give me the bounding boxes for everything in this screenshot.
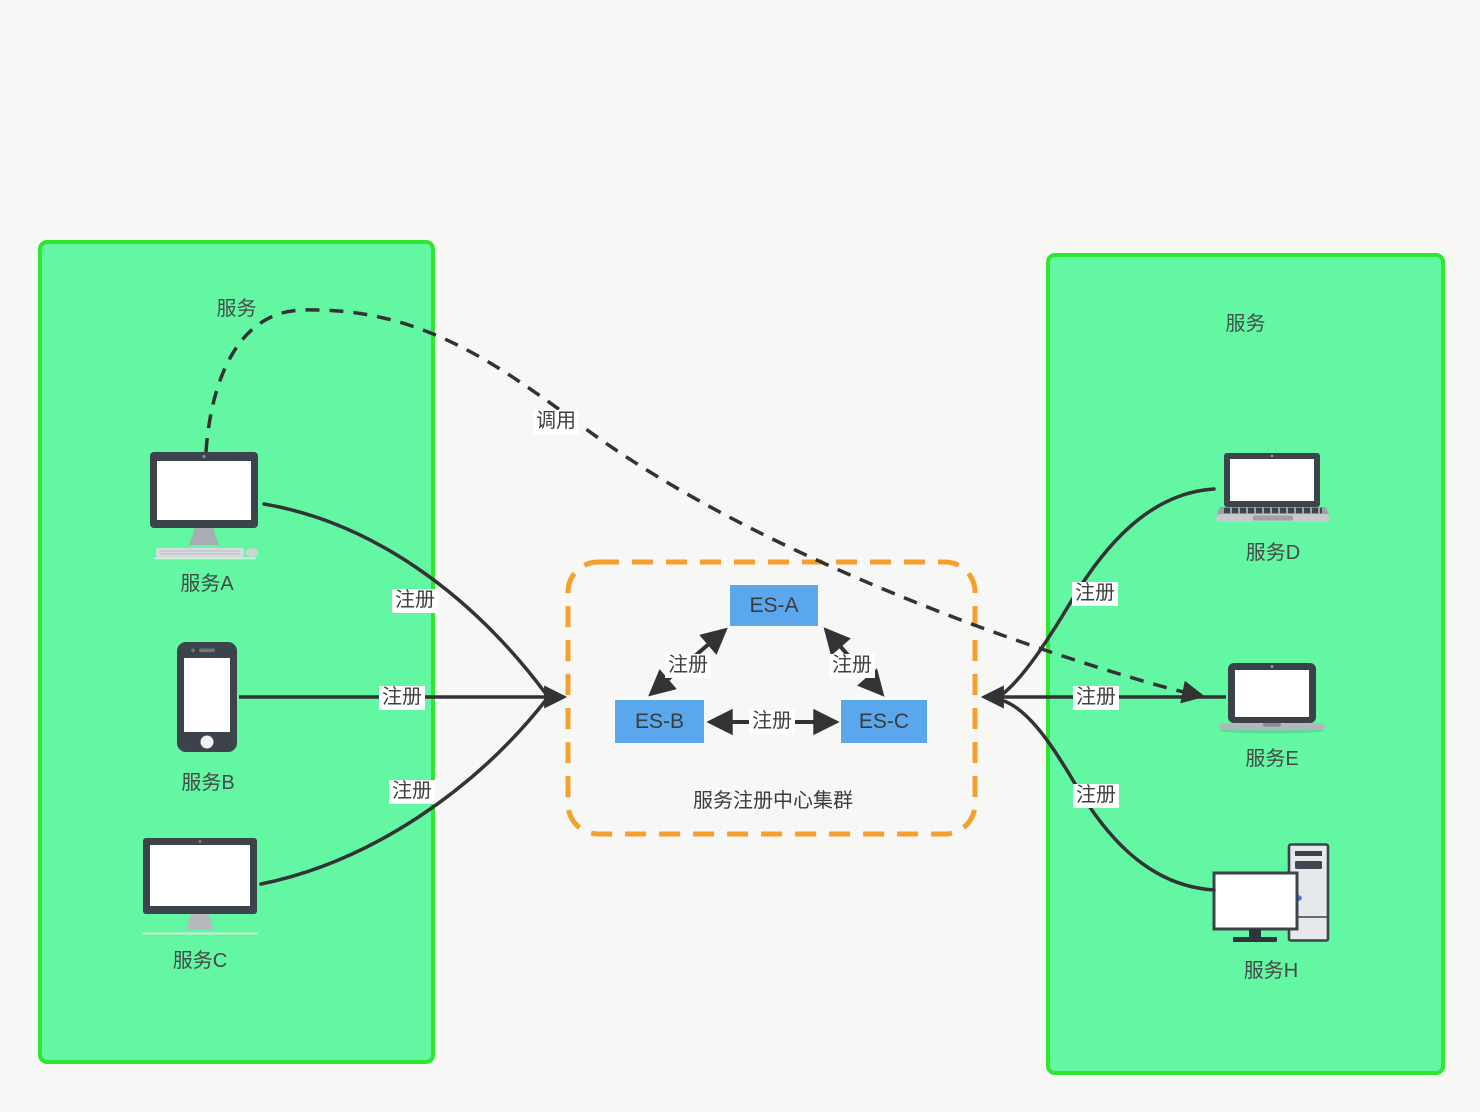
desktop-computer-icon: [150, 452, 259, 560]
service-c-label: 服务C: [172, 950, 228, 972]
monitor-icon: [142, 838, 258, 935]
desktop-tower-icon: [1212, 843, 1330, 942]
smartphone-icon: [177, 642, 237, 752]
cluster-boundary: [565, 559, 978, 837]
service-b-node: [176, 641, 238, 758]
es-c-node: ES-C: [841, 700, 927, 743]
service-a-label: 服务A: [180, 573, 234, 595]
edge-label-register-bc: 注册: [749, 710, 795, 734]
edge-label-register-a: 注册: [392, 589, 438, 613]
es-b-label: ES-B: [634, 709, 684, 733]
service-b-label: 服务B: [181, 772, 235, 794]
service-h-node: [1212, 843, 1330, 950]
laptop-front-icon: [1219, 663, 1325, 734]
service-d-node: [1216, 453, 1330, 530]
left-panel-title: 服务: [216, 298, 257, 320]
service-e-label: 服务E: [1245, 748, 1299, 770]
edge-label-invoke: 调用: [533, 410, 579, 434]
right-panel-title: 服务: [1225, 313, 1266, 335]
service-a-node: [148, 450, 264, 565]
edge-label-register-e: 注册: [1073, 686, 1119, 710]
edge-label-register-ac: 注册: [829, 654, 875, 678]
service-h-label: 服务H: [1243, 960, 1299, 982]
service-d-label: 服务D: [1245, 542, 1301, 564]
edge-label-register-c: 注册: [389, 780, 435, 804]
es-a-node: ES-A: [730, 585, 818, 626]
cluster-caption: 服务注册中心集群: [693, 790, 853, 812]
edge-label-register-d: 注册: [1072, 582, 1118, 606]
edge-invoke-dashed: [204, 308, 1206, 704]
edge-label-register-b: 注册: [379, 686, 425, 710]
service-c-node: [142, 837, 258, 942]
es-a-label: ES-A: [749, 593, 799, 617]
edge-service-c-register: [259, 698, 548, 886]
edge-service-a-register: [262, 502, 548, 696]
laptop-open-icon: [1216, 453, 1330, 522]
edge-label-register-h: 注册: [1073, 784, 1119, 808]
es-b-node: ES-B: [615, 700, 704, 743]
edge-label-register-ab: 注册: [665, 654, 711, 678]
service-e-node: [1218, 662, 1326, 739]
es-c-label: ES-C: [858, 709, 910, 733]
